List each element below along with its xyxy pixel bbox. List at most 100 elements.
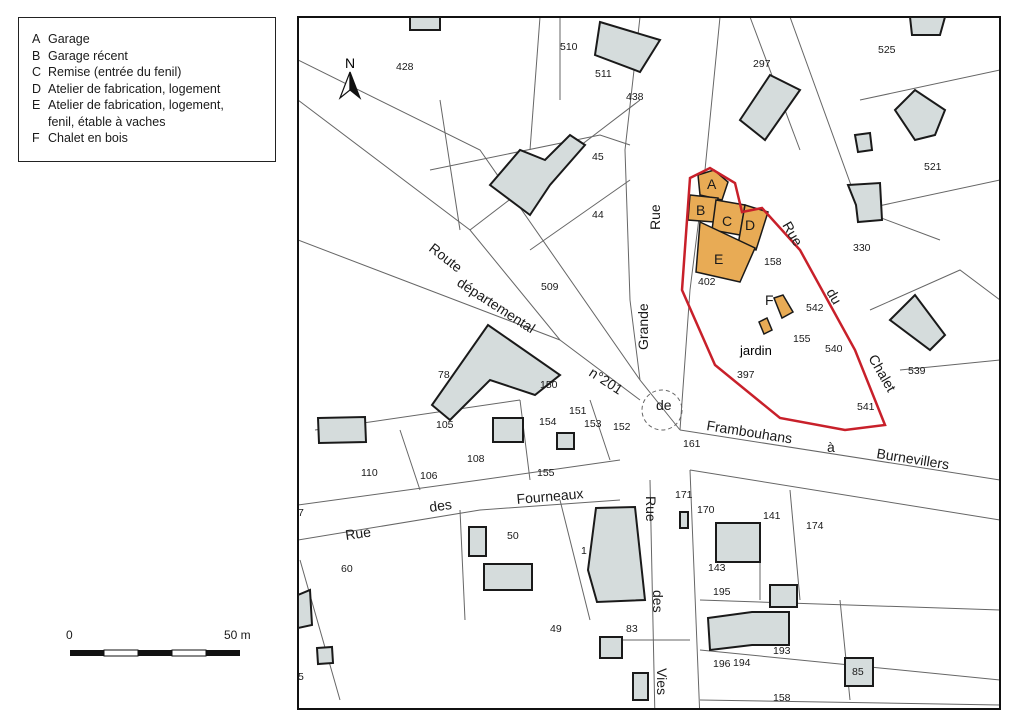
street-route: Route <box>426 240 465 276</box>
parcel-193: 193 <box>773 645 791 657</box>
legend-text: Chalet en bois <box>48 131 128 145</box>
parcel-521: 521 <box>924 161 942 173</box>
legend-key: D <box>32 81 42 96</box>
legend-text: Atelier de fabrication, logement, <box>48 98 224 112</box>
building-85 <box>844 657 874 687</box>
legend-text: Garage <box>48 32 90 46</box>
parcel-49: 49 <box>550 623 562 635</box>
parcel-158-south: 158 <box>773 692 791 704</box>
parcel-397: 397 <box>737 369 755 381</box>
parcel-510: 510 <box>560 41 578 53</box>
property-boundary[interactable] <box>680 166 887 432</box>
parcel-330: 330 <box>853 242 871 254</box>
building-330 <box>846 181 884 224</box>
building-small-521 <box>853 131 874 154</box>
street-departemental: départemental <box>454 274 538 336</box>
parcel-105: 105 <box>436 419 454 431</box>
street-du: du <box>823 286 845 307</box>
scale-end-label: 50 m <box>224 628 251 642</box>
parcel-1: 1 <box>581 545 587 557</box>
building-b-label: B <box>696 202 705 218</box>
parcel-509: 509 <box>541 281 559 293</box>
building-78 <box>430 323 562 422</box>
building-vies <box>632 672 649 701</box>
parcel-402: 402 <box>698 276 716 288</box>
building-c-label: C <box>722 213 732 229</box>
parcel-5: 5 <box>298 671 304 683</box>
parcel-152: 152 <box>613 421 631 433</box>
parcel-155: 155 <box>793 333 811 345</box>
buildings <box>298 17 947 701</box>
parcel-194: 194 <box>733 657 751 669</box>
building-f-label: F <box>765 292 774 308</box>
street-frambouhans: Frambouhans <box>706 417 794 446</box>
building-143 <box>715 522 761 563</box>
parcel-511: 511 <box>595 68 612 80</box>
parcel-85: 85 <box>852 666 864 678</box>
building-83 <box>599 636 623 659</box>
building-170 <box>679 511 689 529</box>
parcel-108: 108 <box>467 453 485 465</box>
parcel-155-south: 155 <box>537 467 555 479</box>
building-521 <box>893 88 947 142</box>
street-des-fourneaux: des <box>428 496 453 515</box>
parcel-542: 542 <box>806 302 824 314</box>
building-top-2 <box>908 17 947 36</box>
street-rue-fourneaux: Rue <box>344 524 372 543</box>
parcel-50: 50 <box>507 530 519 542</box>
street-des-vies: des <box>650 590 666 613</box>
legend-item: A Garage <box>32 31 265 48</box>
scale-start-label: 0 <box>66 628 73 642</box>
parcel-lines <box>298 17 1000 709</box>
parcel-196: 196 <box>713 658 731 670</box>
building-a <box>697 169 729 201</box>
parcel-428: 428 <box>396 61 414 73</box>
legend-item: C Remise (entrée du fenil) <box>32 64 265 81</box>
street-vies: Vies <box>654 668 670 695</box>
building-a-label: A <box>707 176 717 192</box>
building-left-1 <box>298 588 314 630</box>
legend-text: Remise (entrée du fenil) <box>48 65 182 79</box>
building-d <box>737 204 769 251</box>
parcel-153: 153 <box>584 418 602 430</box>
building-195 <box>769 584 798 608</box>
parcel-7: 7 <box>298 507 304 519</box>
legend-key: B <box>32 48 41 63</box>
building-e-label: E <box>714 251 723 267</box>
street-de: de <box>656 397 672 413</box>
legend-key: F <box>32 131 40 145</box>
legend-text: Atelier de fabrication, logement <box>48 81 221 96</box>
building-1 <box>586 505 647 604</box>
building-top-1 <box>409 17 441 31</box>
parcel-106: 106 <box>420 470 438 482</box>
street-grande: Grande <box>635 303 651 350</box>
building-left-2 <box>315 645 335 666</box>
parcel-525: 525 <box>878 44 896 56</box>
street-burnevillers: Burnevillers <box>876 445 951 472</box>
legend-item: F Chalet en bois <box>32 130 265 147</box>
legend-item: fenil, étable à vaches <box>32 114 265 131</box>
parcel-60: 60 <box>341 563 353 575</box>
building-194 <box>706 611 790 652</box>
parcel-174: 174 <box>806 520 824 532</box>
legend-key: E <box>32 98 41 112</box>
parcel-171: 171 <box>675 489 693 501</box>
parcel-161: 161 <box>683 438 701 450</box>
building-50a <box>468 526 487 557</box>
street-rue-vies: Rue <box>643 496 659 522</box>
highlighted-buildings <box>687 169 795 336</box>
street-rue-chalet: Rue <box>779 219 806 249</box>
building-511 <box>593 20 662 74</box>
legend-text: fenil, étable à vaches <box>48 114 166 129</box>
roundabout <box>641 389 683 431</box>
building-297 <box>738 73 802 142</box>
legend-key: C <box>32 65 42 79</box>
legend-key: A <box>32 32 41 46</box>
parcel-78: 78 <box>438 369 450 381</box>
parcel-154: 154 <box>539 416 557 428</box>
parcel-143: 143 <box>708 562 726 574</box>
parcel-297: 297 <box>753 58 771 70</box>
building-154 <box>492 417 524 443</box>
